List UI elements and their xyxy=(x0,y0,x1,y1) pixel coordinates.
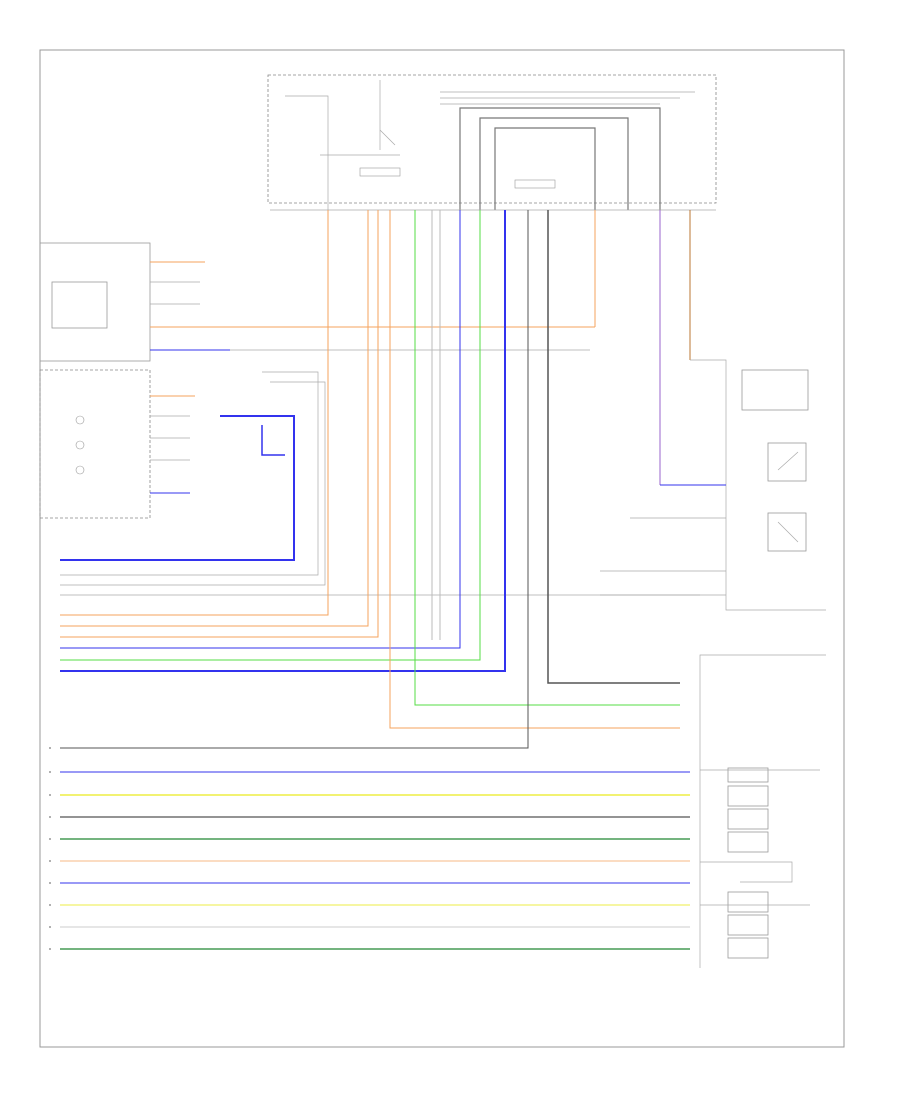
body-control-module xyxy=(267,74,717,211)
instrument-cluster xyxy=(39,242,205,519)
lower-wire-bus xyxy=(60,771,690,950)
transfer-case-module xyxy=(699,654,826,968)
diagram-frame xyxy=(39,49,845,1048)
left-pin-markers xyxy=(49,747,51,950)
sport-combination-switch xyxy=(600,359,826,611)
